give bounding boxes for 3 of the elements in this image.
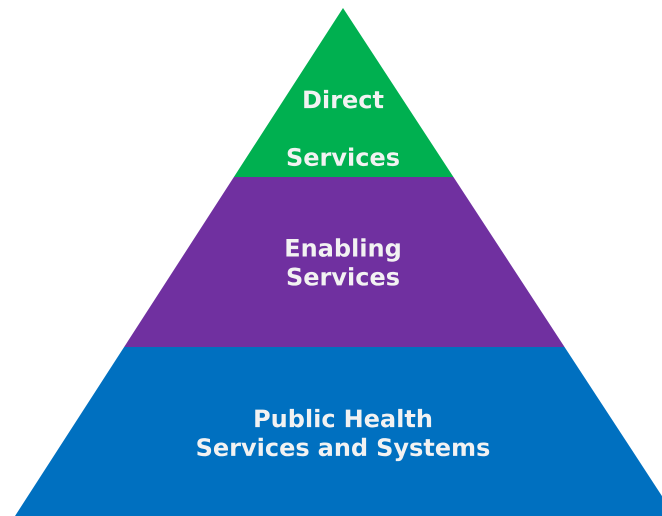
pyramid-level: Enabling Services: [124, 177, 565, 347]
pyramid-level: Public Health Services and Systems: [15, 346, 662, 516]
pyramid-level: Direct Services: [234, 8, 454, 177]
